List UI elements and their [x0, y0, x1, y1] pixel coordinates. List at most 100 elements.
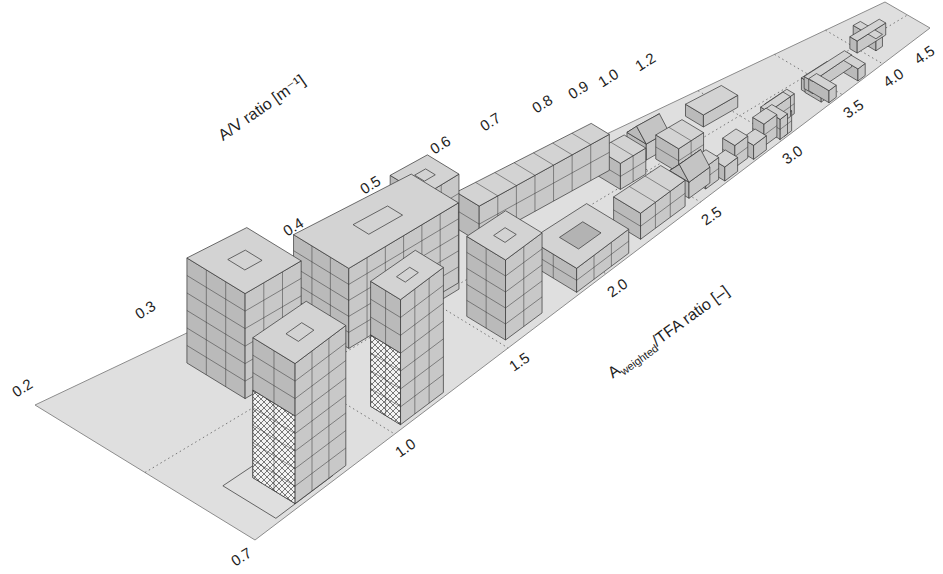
bay-line [328, 338, 329, 478]
roof-line [553, 143, 572, 155]
roof [456, 123, 609, 206]
bay-line [633, 156, 634, 182]
roof [850, 19, 886, 41]
floor-line [764, 126, 777, 136]
bay-line [572, 155, 573, 191]
roof-light [228, 250, 262, 270]
bay-line [486, 248, 487, 328]
floor-line [295, 448, 346, 486]
building-side [371, 281, 401, 424]
roof [371, 250, 444, 299]
roof [614, 166, 686, 214]
roof-line [572, 133, 591, 144]
floor-line [456, 210, 479, 224]
roof-line [533, 153, 553, 165]
floor-line [187, 328, 245, 364]
label-anchor: 0.4 [280, 213, 307, 239]
tick-label: 0.7 [476, 109, 503, 135]
roof [809, 74, 837, 91]
label-anchor: 4.5 [910, 41, 937, 68]
roof-light [353, 206, 402, 234]
floor-line [187, 293, 245, 329]
roof [656, 120, 704, 149]
bay-line [611, 242, 612, 266]
ground-plane [35, 2, 930, 540]
bay-line [385, 290, 386, 415]
roof [253, 301, 346, 363]
bay-line [534, 175, 535, 211]
label-anchor: 0.9 [564, 77, 591, 103]
roof [187, 228, 301, 294]
label-anchor: 2.5 [698, 203, 725, 230]
floor-line [735, 147, 748, 157]
roof-light [286, 323, 314, 342]
floor-line [780, 124, 787, 129]
bay-line [655, 202, 656, 228]
roof [723, 129, 748, 146]
roof-line [645, 176, 670, 191]
floor-line [401, 357, 444, 389]
bay-line [516, 186, 517, 222]
tick-label: 2.0 [603, 274, 630, 300]
label-anchor: 0.3 [131, 297, 158, 323]
label-anchor: 3.0 [779, 141, 806, 168]
label-anchor: 1.0 [594, 65, 621, 91]
roof-line [669, 127, 691, 140]
tick-label: 1.2 [631, 49, 658, 75]
axis-title-subscript: weighted [617, 342, 660, 378]
tick-label: 4.5 [910, 41, 937, 67]
bay-line [429, 278, 430, 403]
label-anchor: 0.7 [227, 544, 254, 570]
bay-line [225, 282, 226, 387]
roof-line [514, 163, 535, 176]
label-anchor: 0.5 [356, 172, 383, 198]
tick-label: 2.5 [698, 203, 725, 229]
roof-line [495, 173, 517, 186]
roof-line [476, 182, 498, 196]
roof-line [629, 186, 655, 202]
floor-line [401, 375, 444, 407]
tick-label: 0.9 [564, 77, 591, 103]
bay-line [523, 246, 524, 326]
floor-line [401, 321, 444, 353]
floor-line [656, 147, 679, 161]
roof-line [611, 142, 633, 155]
roof [467, 211, 542, 260]
bay-line [594, 255, 595, 279]
tick-label: 0.5 [356, 172, 383, 198]
floor-line [295, 378, 346, 416]
bay-line [590, 145, 591, 181]
bay-line [367, 257, 368, 337]
ground-plane-group [35, 2, 930, 540]
bay-line [414, 289, 415, 414]
courtyard [559, 222, 601, 249]
label-anchor: A/V ratio [m⁻¹] [215, 71, 309, 144]
axis-title-anchor: Aweighted/TFA ratio [–] [604, 282, 732, 382]
label-anchor: 4.0 [880, 64, 907, 91]
label-anchor: 1.2 [631, 49, 658, 75]
label-anchor: 0.2 [8, 375, 35, 401]
tick-label: 0.6 [426, 132, 453, 158]
floor-line [295, 430, 346, 468]
roof-light [397, 267, 419, 282]
roof [530, 204, 629, 269]
roof [753, 108, 777, 124]
bay-line [553, 254, 554, 278]
axis-title: A/V ratio [m⁻¹] [215, 71, 309, 144]
tick-label: 1.0 [594, 65, 621, 91]
floor-line [295, 395, 346, 433]
floor-line [187, 310, 245, 346]
bay-line [312, 351, 313, 491]
tick-label: 1.0 [392, 435, 419, 461]
label-anchor: 3.5 [839, 95, 866, 122]
label-anchor: 0.7 [476, 109, 503, 135]
tick-label: 0.8 [528, 91, 555, 117]
tick-label: 0.3 [131, 297, 158, 323]
axis-title: /TFA ratio [–] [648, 282, 732, 350]
floor-line [295, 413, 346, 451]
floor-line [295, 360, 346, 398]
tick-label: 3.0 [779, 141, 806, 167]
tick-label: 0.2 [8, 375, 35, 401]
